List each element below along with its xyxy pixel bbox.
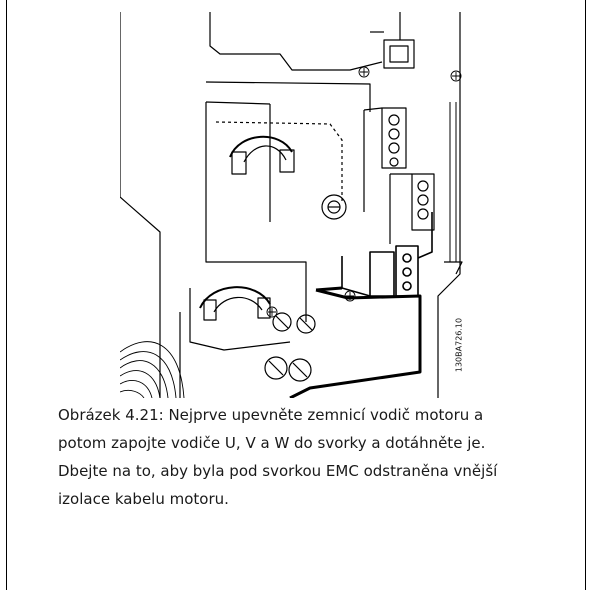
lower-cable-clamp: [199, 286, 271, 309]
motor-terminal-uvw: [341, 212, 433, 297]
caption-line: potom zapojte vodiče U, V a W do svorky …: [58, 434, 486, 452]
figure-reference-code: 130BA726.10: [454, 317, 464, 373]
mid-plate: [205, 226, 307, 322]
housing-outline: [120, 12, 161, 398]
terminal-block-middle: [389, 173, 435, 244]
enclosure-bottom-outline: [289, 288, 422, 398]
wiring-illustration: [120, 12, 463, 398]
ground-screws: [264, 312, 316, 382]
fan-grill: [120, 341, 185, 398]
caption-line: izolace kabelu motoru.: [58, 490, 229, 508]
housing-right-edge: [437, 12, 461, 398]
top-connector: [370, 12, 415, 69]
screw: [321, 194, 347, 220]
ground-symbol-icon: [266, 66, 462, 318]
page-border-right: [585, 0, 586, 590]
page-border-left: [6, 0, 7, 590]
upper-cable-clamp: [229, 135, 293, 158]
caption-line: Dbejte na to, aby byla pod svorkou EMC o…: [58, 462, 498, 480]
upper-panel: [209, 12, 383, 71]
terminal-block-upper: [363, 107, 407, 212]
caption-line: Obrázek 4.21: Nejprve upevněte zemnicí v…: [58, 406, 484, 424]
figure-caption: Obrázek 4.21: Nejprve upevněte zemnicí v…: [58, 401, 558, 513]
